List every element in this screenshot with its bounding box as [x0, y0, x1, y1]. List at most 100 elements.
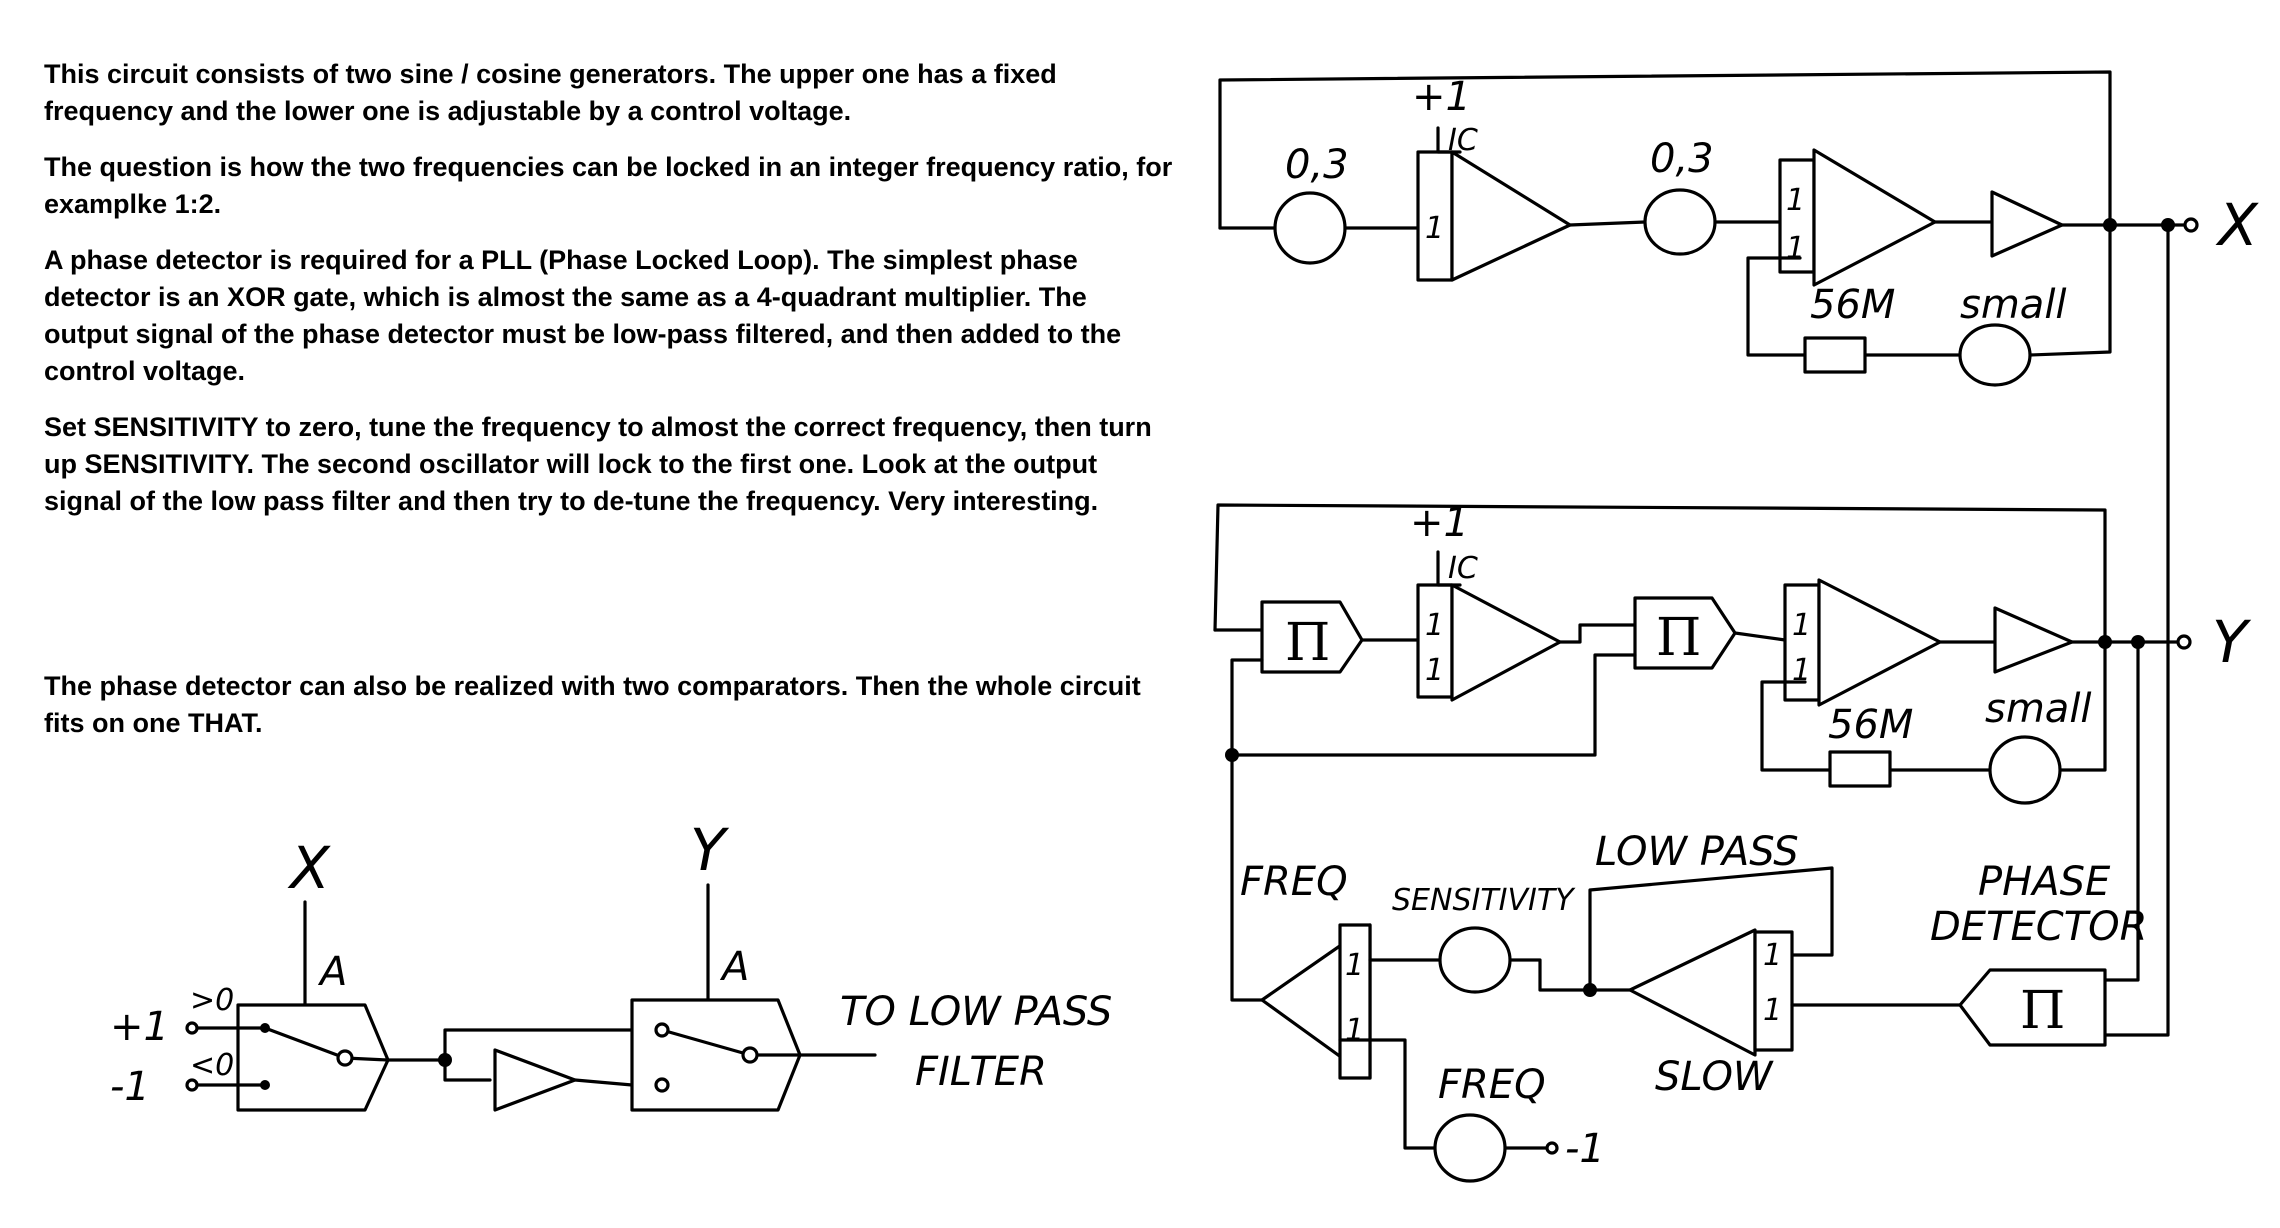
freq-pot-label: FREQ	[1438, 1062, 1546, 1108]
comparator2-switch	[630, 998, 802, 1112]
upper-integrator1-triangle	[1450, 150, 1572, 282]
lower-small-label: small	[1985, 686, 2092, 732]
upper-ic-plus-label: +1	[1412, 74, 1471, 120]
sensitivity-label: SENSITIVITY	[1392, 883, 1576, 918]
lower-resistor-56m	[1828, 750, 1892, 788]
freq-summer-label: FREQ	[1240, 859, 1348, 905]
comparator2-a-label: A	[719, 944, 749, 990]
comparator1-input-minus	[185, 1078, 199, 1092]
phase-detector-label-line2: DETECTOR	[1930, 904, 2147, 950]
comparator2-contact-b	[654, 1077, 670, 1093]
freq-summer-input2: 1	[1345, 1013, 1364, 1048]
lower-wire-3	[1558, 623, 1637, 644]
comparator1-a-label: A	[317, 949, 347, 995]
lower-integrator1-ic-block	[1416, 583, 1454, 699]
upper-inverter	[1990, 190, 2064, 258]
freq-control-wire	[1230, 653, 1637, 1002]
upper-small-label: small	[1960, 282, 2067, 328]
upper-gain1-label: 0,3	[1285, 142, 1349, 188]
lower-wire-4	[1733, 631, 1787, 642]
output-x-label: X	[2215, 191, 2259, 259]
upper-gain2-label: 0,3	[1650, 136, 1714, 182]
x-to-detector-wire	[2103, 223, 2170, 1037]
lower-inverter	[1993, 606, 2074, 674]
comparator1-contact-b	[260, 1080, 270, 1090]
phase-detector-label-line1: PHASE	[1978, 859, 2111, 905]
description-text: This circuit consists of two sine / cosi…	[44, 56, 1174, 761]
paragraph-question: The question is how the two frequencies …	[44, 152, 1173, 219]
upper-small-pot	[1958, 323, 2032, 387]
control-section: 1 1 FREQ SENSITIVITY 1 1 LOW PASS SLOW Π…	[1240, 829, 2147, 1183]
cmp-inverter	[493, 1048, 577, 1112]
comparator2-pivot	[741, 1046, 759, 1064]
output-y-terminal	[2176, 634, 2192, 650]
paragraph-circuit-overview: This circuit consists of two sine / cosi…	[44, 59, 1057, 126]
paragraph-instructions: Set SENSITIVITY to zero, tune the freque…	[44, 412, 1152, 516]
lower-int2-input2: 1	[1792, 653, 1811, 688]
sensitivity-pot	[1438, 926, 1512, 994]
lower-int1-input1: 1	[1425, 608, 1444, 643]
phase-detector-symbol: Π	[2020, 981, 2065, 1041]
upper-feedback-wire	[1218, 70, 2112, 230]
upper-int2-input2: 1	[1786, 231, 1805, 266]
upper-oscillator: 0,3 1 +1 IC 0,3 1 1 X	[1218, 70, 2259, 1037]
upper-integrator2-ic-block	[1778, 158, 1816, 274]
comparator2-contact-a	[654, 1022, 670, 1038]
upper-integrator1-ic-block	[1416, 150, 1454, 282]
freq-summer-input1: 1	[1345, 948, 1364, 983]
freq-pot	[1433, 1113, 1507, 1183]
upper-resistor-56m	[1803, 336, 1867, 374]
lower-integrator1-triangle	[1450, 583, 1562, 702]
output-x-terminal	[2183, 217, 2199, 233]
minus-one-cmp-label: -1	[110, 1064, 150, 1110]
freq-bus-junction	[1225, 748, 1239, 762]
lower-resistor-label: 56M	[1828, 702, 1913, 748]
minus-one-label: -1	[1565, 1126, 1605, 1172]
comparator1-contact-a	[260, 1023, 270, 1033]
lower-damping-wire	[1760, 640, 2107, 772]
plus-one-label: +1	[110, 1004, 169, 1050]
lowpass-integrator-triangle	[1628, 928, 1757, 1057]
lower-mult2-symbol: Π	[1656, 608, 1701, 668]
lowpass-feedback-wire	[1588, 866, 1834, 992]
cmp-output-label-line1: TO LOW PASS	[840, 989, 1112, 1035]
lowpass-input1: 1	[1763, 938, 1782, 973]
upper-int2-input1: 1	[1786, 183, 1805, 218]
lower-ic-plus-label: +1	[1410, 500, 1469, 546]
freq-summer-inputs	[1338, 923, 1372, 1080]
upper-gain2-pot	[1643, 188, 1717, 256]
lower-feedback-wire	[1213, 503, 2107, 642]
paragraph-phase-detector: A phase detector is required for a PLL (…	[44, 245, 1122, 386]
upper-int1-input1: 1	[1425, 211, 1444, 246]
freq-pot-wire	[1338, 1038, 1550, 1150]
phase-detector-multiplier	[1958, 968, 2107, 1047]
output-y-label: Y	[2212, 608, 2252, 676]
upper-integrator2-triangle	[1812, 148, 1937, 287]
y-to-detector-wire	[2103, 640, 2140, 982]
lower-int2-input1: 1	[1792, 608, 1811, 643]
minus-one-terminal	[1545, 1141, 1559, 1155]
slow-label: SLOW	[1655, 1054, 1774, 1100]
lt0-label: <0	[190, 1048, 234, 1083]
lower-integrator2-triangle	[1817, 578, 1942, 707]
lower-mult1-symbol: Π	[1285, 613, 1330, 673]
lowpass-input2: 1	[1763, 993, 1782, 1028]
cmp-x-label: X	[287, 834, 331, 902]
upper-int1-ic-wire	[1436, 126, 1462, 154]
upper-gain1-pot	[1273, 191, 1347, 265]
sensitivity-wire	[1368, 958, 1592, 992]
upper-resistor-label: 56M	[1810, 282, 1895, 328]
upper-ic-label: IC	[1448, 123, 1478, 158]
lowpass-label: LOW PASS	[1595, 829, 1799, 875]
lower-int1-input2: 1	[1425, 653, 1444, 688]
comparator-detector: X Y A +1 -1 >0 <0 A	[110, 816, 1112, 1112]
lower-ic-label: IC	[1448, 551, 1478, 586]
lower-int1-ic-wire	[1436, 550, 1462, 587]
comparator1-input-plus	[185, 1021, 199, 1035]
wire-upper-2	[1568, 220, 1647, 227]
cmp-y-label: Y	[690, 816, 730, 884]
lower-small-pot	[1988, 735, 2062, 805]
cmp-junction	[438, 1053, 452, 1067]
